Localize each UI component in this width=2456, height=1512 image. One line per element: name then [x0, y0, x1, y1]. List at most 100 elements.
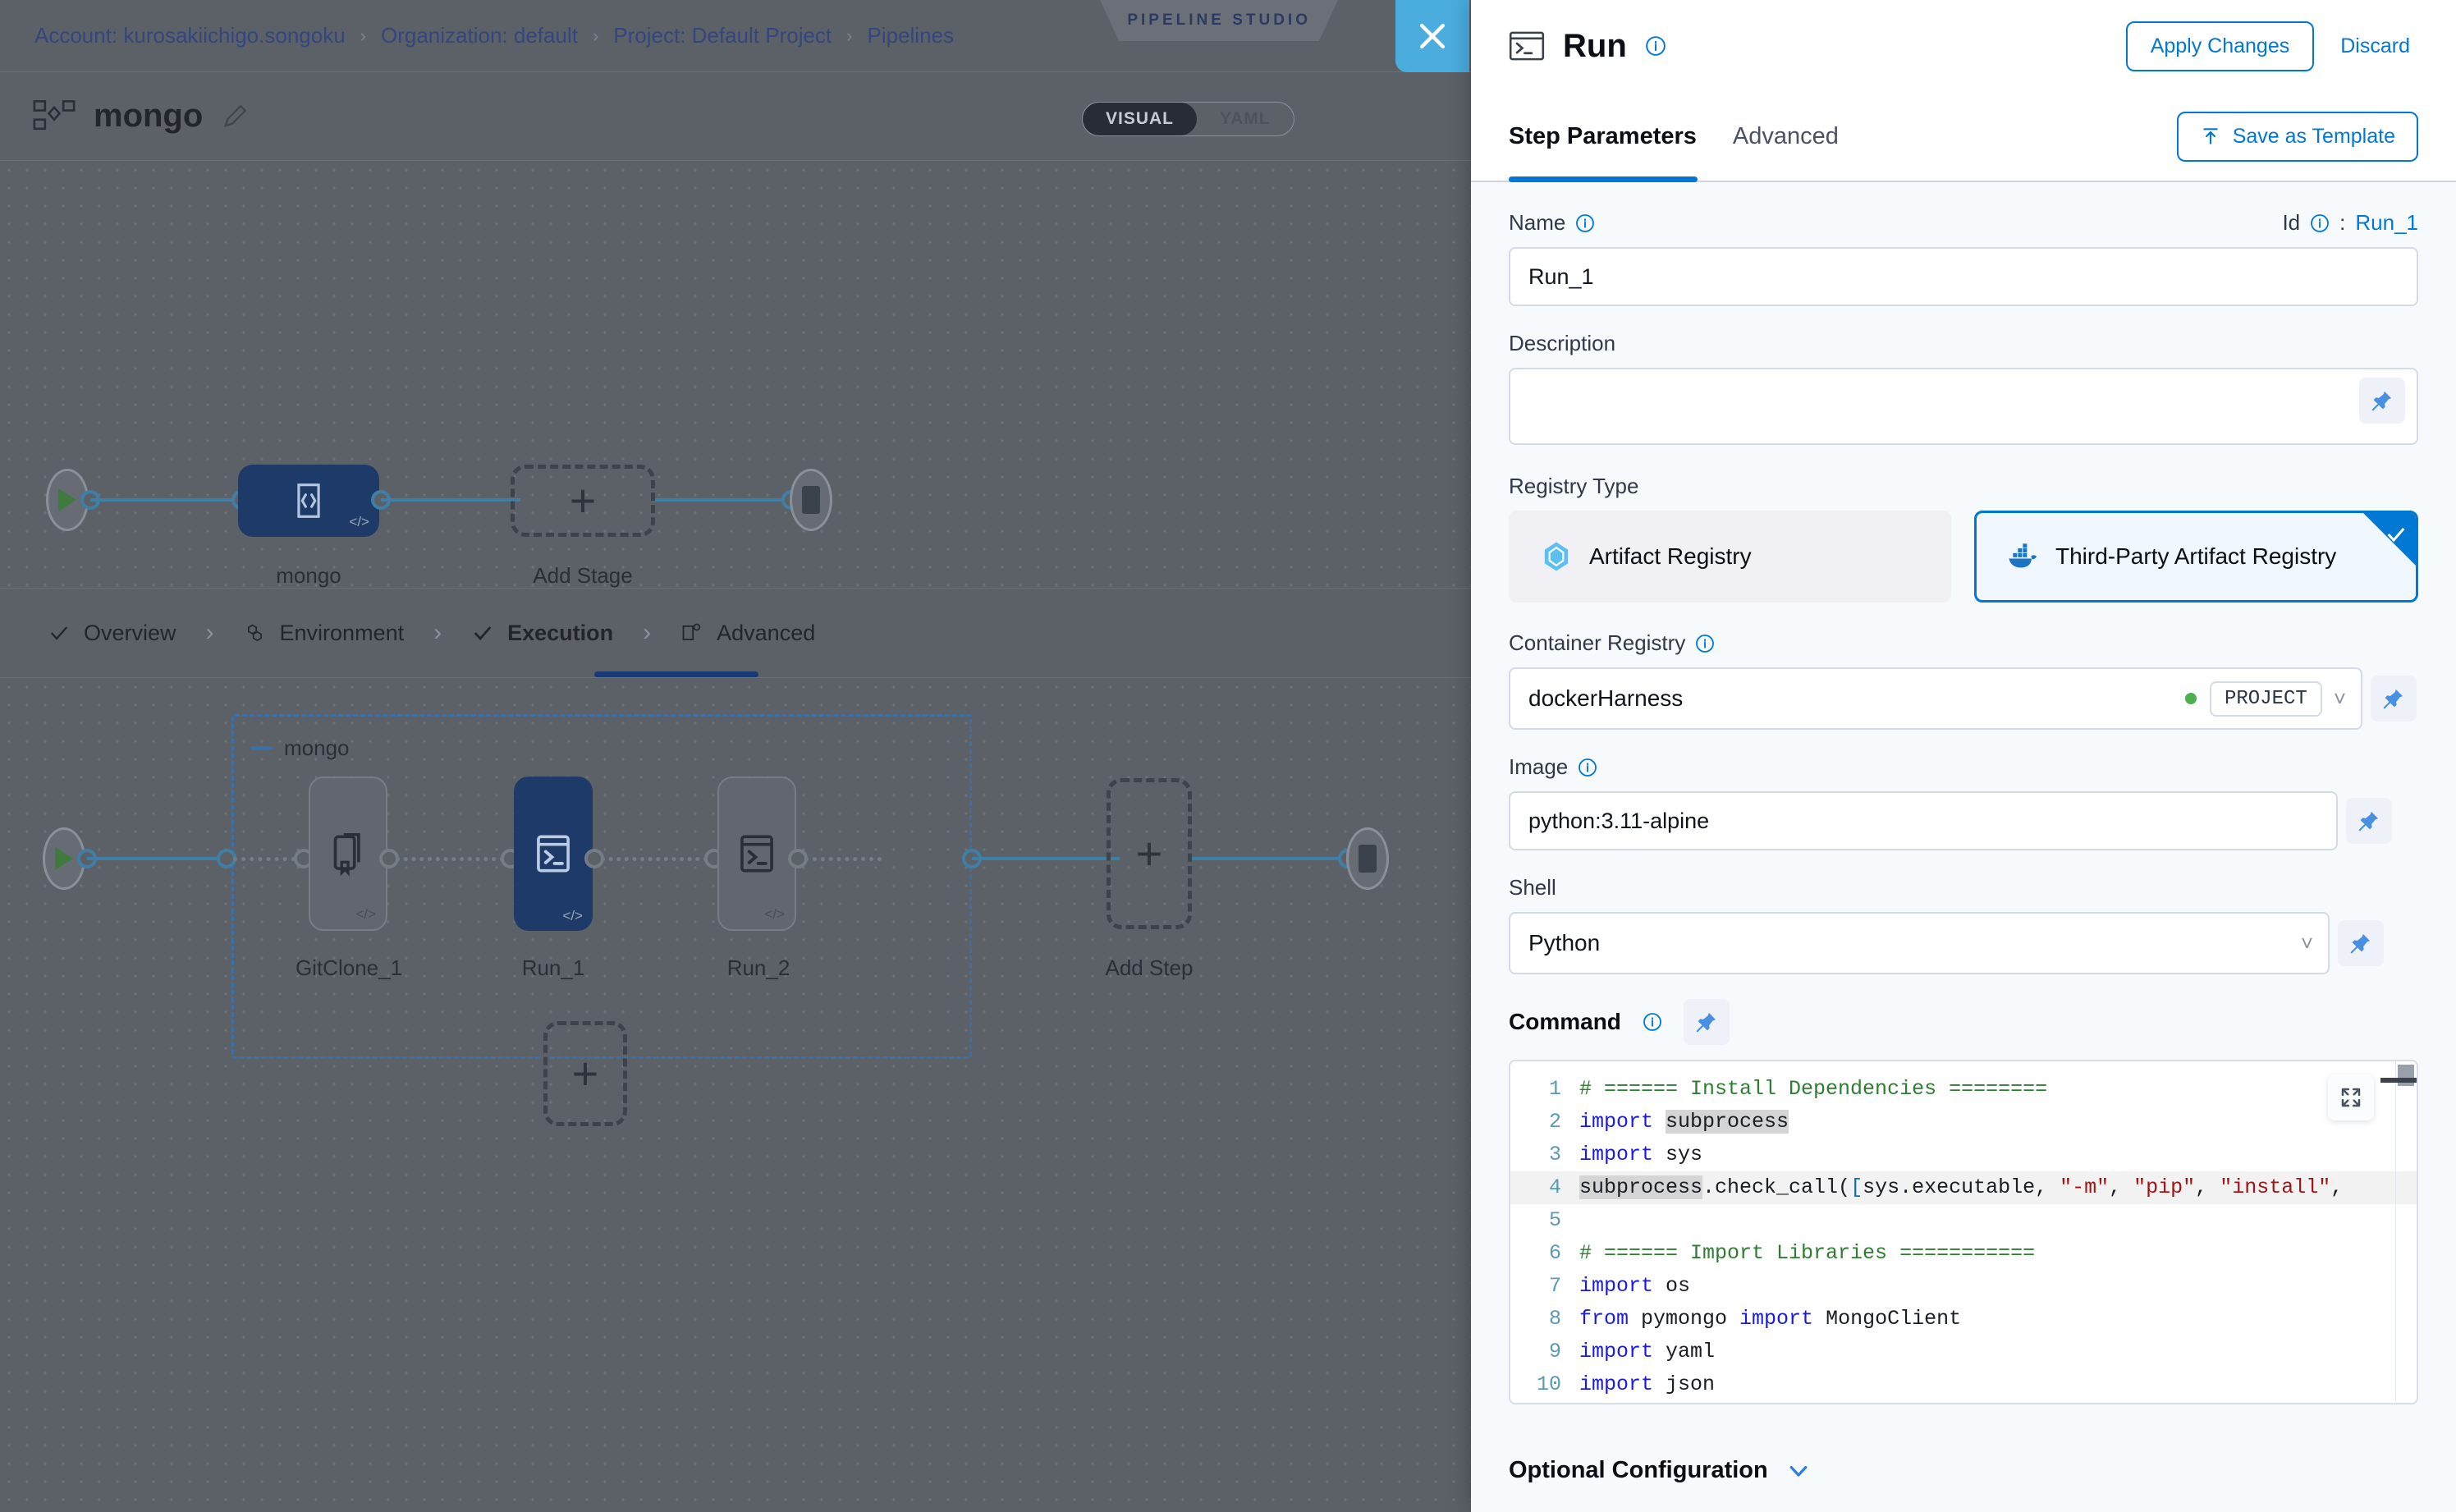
code-line: 10import json [1510, 1368, 2417, 1401]
editor-vertical-scrollbar[interactable] [2395, 1061, 2417, 1403]
git-clone-icon [323, 828, 373, 879]
id-group: Id : Run_1 [2282, 210, 2418, 236]
shell-field-wrap: Python ˅ [1509, 912, 2418, 974]
add-step-label: Add Step [1077, 955, 1221, 981]
expand-editor-button[interactable] [2328, 1074, 2374, 1120]
chevron-down-icon [1786, 1459, 1811, 1483]
id-label: Id [2282, 210, 2300, 236]
pin-icon [1695, 1010, 1718, 1033]
scrollbar-thumb[interactable] [2398, 1065, 2414, 1086]
step-node-label: Run_2 [688, 955, 829, 981]
shell-select[interactable]: Python ˅ [1509, 912, 2330, 974]
container-registry-pin-button[interactable] [2371, 676, 2417, 722]
description-pin-button[interactable] [2359, 378, 2405, 424]
code-line-text [1579, 1204, 2417, 1237]
optional-configuration-toggle[interactable]: Optional Configuration [1471, 1429, 2456, 1512]
stage-tab-overview[interactable]: Overview [41, 589, 183, 677]
shell-pin-button[interactable] [2338, 920, 2384, 966]
info-icon[interactable] [1643, 1012, 1662, 1032]
info-icon[interactable] [1645, 35, 1666, 57]
edge-line [381, 498, 520, 502]
registry-option-third-party[interactable]: Third-Party Artifact Registry [1974, 511, 2418, 603]
close-icon [1414, 18, 1450, 54]
image-input[interactable] [1509, 791, 2338, 850]
registry-option-label: Third-Party Artifact Registry [2055, 543, 2336, 570]
stage-tabbar[interactable]: Overview › Environment › Execution › [0, 588, 1471, 678]
apply-changes-button[interactable]: Apply Changes [2126, 21, 2315, 71]
code-token: sys [1666, 1143, 1702, 1166]
info-icon[interactable] [1578, 758, 1597, 777]
name-label: Name [1509, 210, 1565, 236]
stage-tab-advanced[interactable]: Advanced [674, 589, 822, 677]
tab-step-parameters[interactable]: Step Parameters [1509, 92, 1697, 181]
breadcrumb-item-organization[interactable]: Organization: default [381, 23, 578, 48]
command-pin-button[interactable] [1684, 999, 1730, 1045]
step-node-label: Run_1 [483, 955, 624, 981]
pipeline-end-node [790, 469, 832, 531]
container-registry-select[interactable]: dockerHarness PROJECT ˅ [1509, 667, 2362, 730]
close-panel-button[interactable] [1395, 0, 1469, 72]
add-parallel-step-button[interactable]: + [543, 1021, 627, 1126]
toggle-yaml[interactable]: YAML [1197, 103, 1294, 135]
step-node-run1[interactable]: </> [514, 777, 593, 931]
id-value: Run_1 [2355, 210, 2418, 236]
code-line: 7import os [1510, 1270, 2417, 1303]
code-token: import [1579, 1274, 1666, 1298]
code-body[interactable]: 1# ====== Install Dependencies ========2… [1510, 1061, 2417, 1401]
registry-option-artifact[interactable]: Artifact Registry [1509, 511, 1951, 603]
check-icon [2385, 523, 2408, 546]
step-node-run2[interactable]: </> [717, 777, 796, 931]
harness-artifact-icon [1540, 540, 1573, 573]
step-group-name: mongo [284, 735, 350, 761]
name-field-wrap [1509, 247, 2418, 306]
execution-canvas[interactable]: mongo </> GitClone_1 [0, 678, 1471, 1512]
edge-dotted [804, 857, 882, 861]
command-code-editor[interactable]: 1# ====== Install Dependencies ========2… [1509, 1060, 2418, 1404]
image-label: Image [1509, 754, 1568, 780]
view-mode-toggle[interactable]: VISUAL YAML [1082, 102, 1294, 136]
breadcrumb-item-project[interactable]: Project: Default Project [613, 23, 832, 48]
expand-icon [2339, 1085, 2363, 1110]
info-icon[interactable] [1575, 213, 1595, 233]
add-stage-button[interactable]: + [511, 465, 655, 537]
code-token: subprocess [1666, 1110, 1789, 1134]
code-line: 3import sys [1510, 1139, 2417, 1171]
stage-tab-environment[interactable]: Environment [237, 589, 411, 677]
add-step-button[interactable]: + [1107, 778, 1192, 929]
code-token: import [1579, 1143, 1666, 1166]
discard-button[interactable]: Discard [2332, 23, 2418, 70]
code-line-text: from pymongo import MongoClient [1579, 1303, 2417, 1336]
toggle-visual[interactable]: VISUAL [1083, 103, 1197, 135]
step-group-label[interactable]: mongo [251, 735, 350, 761]
edge-line [655, 498, 788, 502]
pin-icon [2357, 809, 2380, 832]
container-registry-field-wrap: dockerHarness PROJECT ˅ [1509, 667, 2418, 730]
code-line: 4subprocess.check_call([sys.executable, … [1510, 1171, 2417, 1204]
stage-node-mongo[interactable]: </> [238, 465, 379, 537]
stage-canvas[interactable]: </> mongo + Add Stage [0, 161, 1471, 588]
code-line-number: 3 [1510, 1139, 1579, 1171]
save-as-template-button[interactable]: Save as Template [2177, 112, 2418, 162]
code-line-number: 5 [1510, 1204, 1579, 1237]
edge-line [1192, 857, 1345, 860]
command-label: Command [1509, 1009, 1621, 1035]
id-separator: : [2339, 210, 2345, 236]
pencil-icon[interactable] [221, 103, 249, 131]
code-line: 2import subprocess [1510, 1106, 2417, 1139]
code-token: yaml [1666, 1340, 1715, 1363]
image-pin-button[interactable] [2346, 798, 2392, 844]
breadcrumb-item-account[interactable]: Account: kurosakiichigo.songoku [34, 23, 346, 48]
step-node-gitclone[interactable]: </> [309, 777, 387, 931]
breadcrumb-item-pipelines[interactable]: Pipelines [867, 23, 954, 48]
execution-end-node [1346, 827, 1389, 890]
tab-advanced[interactable]: Advanced [1733, 92, 1839, 181]
stage-tab-execution[interactable]: Execution [465, 589, 620, 677]
description-textarea[interactable] [1509, 368, 2418, 445]
info-icon[interactable] [2310, 213, 2330, 233]
chevron-down-icon[interactable]: ˅ [2334, 686, 2346, 712]
plus-icon: + [572, 1051, 599, 1097]
info-icon[interactable] [1695, 634, 1715, 653]
name-input[interactable] [1509, 247, 2418, 306]
chevron-down-icon[interactable]: ˅ [2301, 931, 2313, 956]
code-token: , [2330, 1175, 2343, 1199]
